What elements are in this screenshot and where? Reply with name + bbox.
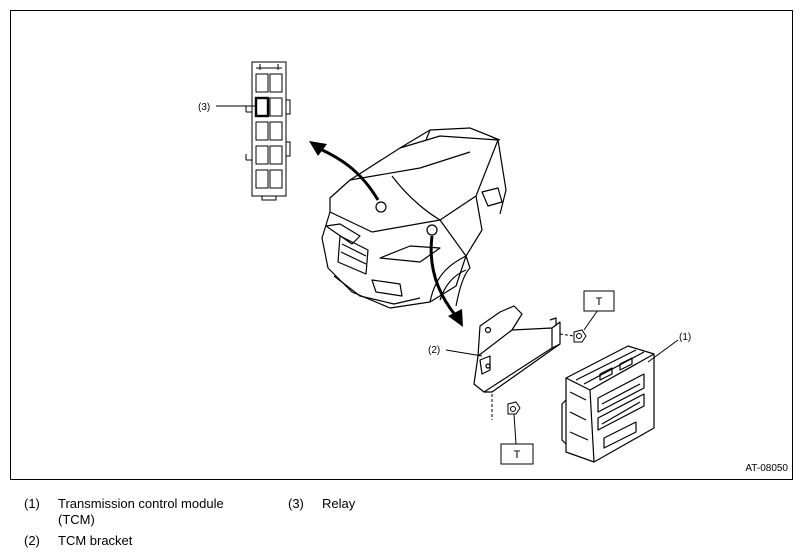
tcm-bracket bbox=[473, 305, 561, 393]
figure-id: AT-08050 bbox=[745, 463, 788, 474]
svg-text:T: T bbox=[596, 296, 603, 308]
legend-text: Transmission control module (TCM) bbox=[58, 496, 224, 527]
relay-arrow-head bbox=[309, 141, 327, 156]
tcm-location-marker bbox=[426, 224, 438, 236]
relay-cells bbox=[254, 73, 283, 189]
legend-num: (1) bbox=[24, 496, 40, 511]
relay-block bbox=[245, 61, 291, 201]
svg-text:T: T bbox=[514, 449, 521, 461]
torque-box-upper: T bbox=[583, 290, 615, 312]
tcm-arrow-head bbox=[448, 309, 463, 327]
upper-fastener-line bbox=[559, 333, 575, 337]
legend-num: (2) bbox=[24, 533, 40, 548]
upper-torque-leader bbox=[583, 309, 599, 331]
relay-location-marker bbox=[375, 201, 387, 213]
legend-text: Relay bbox=[322, 496, 356, 511]
relay-arrow bbox=[317, 146, 380, 201]
legend-item-bracket: (2) TCM bracket bbox=[24, 533, 264, 549]
tcm-arrow bbox=[429, 235, 458, 317]
vehicle-outline bbox=[321, 127, 507, 309]
callout-tcm: (1) bbox=[679, 332, 691, 343]
legend-text: TCM bracket bbox=[58, 533, 133, 548]
lower-torque-leader bbox=[513, 413, 517, 445]
bracket-leader-line bbox=[445, 349, 483, 357]
callout-bracket: (2) bbox=[428, 345, 440, 356]
legend-item-relay: (3) Relay bbox=[288, 496, 428, 512]
tcm-leader-line bbox=[647, 339, 679, 363]
callout-relay: (3) bbox=[198, 102, 210, 113]
figure-frame bbox=[10, 10, 793, 480]
tcm-module bbox=[561, 345, 655, 463]
illustration: (3) bbox=[198, 61, 691, 465]
legend-num: (3) bbox=[288, 496, 304, 511]
torque-box-lower: T bbox=[500, 443, 534, 465]
legend-item-tcm: (1) Transmission control module (TCM) bbox=[24, 496, 264, 530]
upper-nut bbox=[573, 329, 587, 343]
lower-nut bbox=[507, 401, 521, 415]
